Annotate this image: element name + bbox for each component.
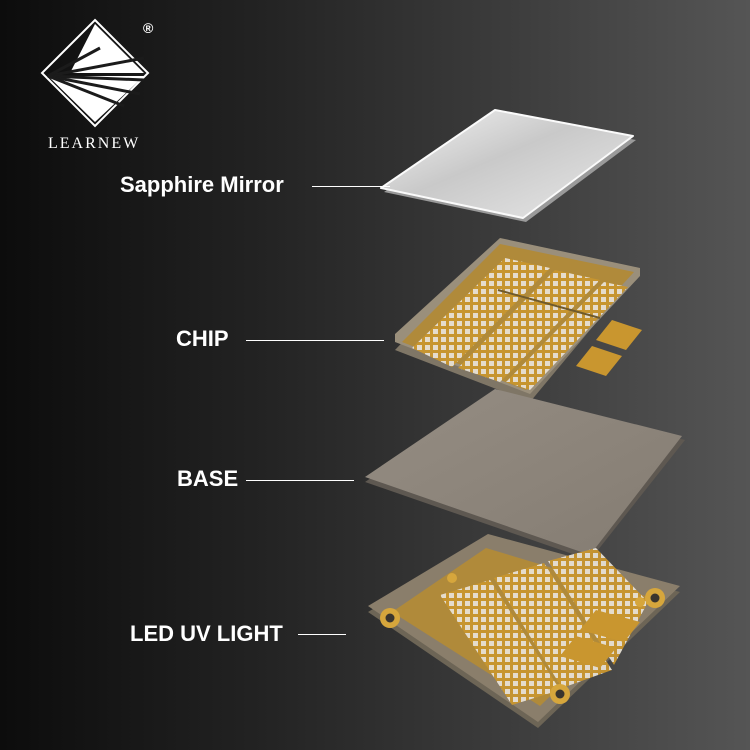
led-uv-light-board <box>368 534 680 728</box>
leader-line-chip <box>246 340 384 341</box>
leader-line-sapphire-mirror <box>312 186 390 187</box>
label-led-uv-light: LED UV LIGHT <box>130 621 283 646</box>
leader-line-base <box>246 480 354 481</box>
diamond-logo-icon <box>40 18 150 128</box>
leader-line-led-uv-light <box>298 634 346 635</box>
brand-name: LEARNEW <box>48 135 141 152</box>
base-plate <box>365 389 685 560</box>
registered-mark: ® <box>143 20 154 36</box>
label-chip: CHIP <box>176 326 229 351</box>
chip-board <box>395 238 642 402</box>
brand-logo: ® LEARNEW <box>40 18 160 158</box>
label-base: BASE <box>177 466 239 491</box>
label-sapphire-mirror: Sapphire Mirror <box>120 172 284 197</box>
sapphire-mirror-plate <box>380 109 636 222</box>
